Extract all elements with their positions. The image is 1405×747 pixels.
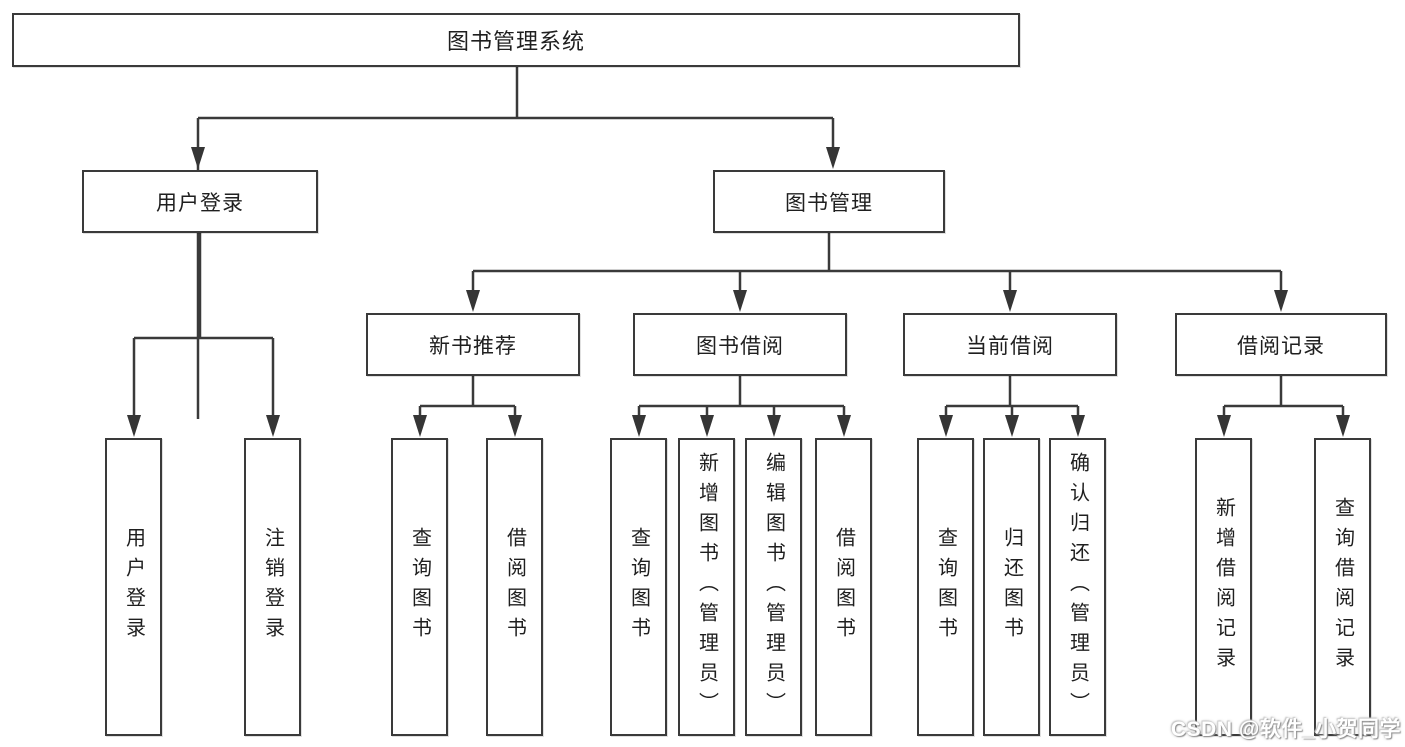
leaf-query-books-current: 查询图书	[917, 438, 974, 736]
leaf-add-borrow-record-label: 新增借阅记录	[1212, 497, 1235, 677]
node-current-borrowing-label: 当前借阅	[966, 334, 1054, 358]
node-new-book-recommendation: 新书推荐	[366, 313, 580, 376]
arrowhead	[632, 415, 646, 437]
leaf-logout-label: 注销登录	[261, 527, 284, 647]
node-user-login: 用户登录	[82, 170, 318, 233]
node-user-login-label: 用户登录	[156, 191, 244, 215]
leaf-query-books-current-label: 查询图书	[934, 527, 957, 647]
arrowhead	[466, 290, 480, 312]
arrowhead	[837, 415, 851, 437]
node-borrowing-records: 借阅记录	[1175, 313, 1387, 376]
arrowhead	[1274, 290, 1288, 312]
arrowhead	[1003, 290, 1017, 312]
leaf-return-books: 归还图书	[983, 438, 1040, 736]
leaf-edit-books-admin-label: 编辑图书（管理员）	[762, 452, 785, 722]
arrowhead	[1336, 415, 1350, 437]
node-new-book-recommendation-label: 新书推荐	[429, 334, 517, 358]
edge-borrowing-records-to-leaves	[1222, 376, 1345, 420]
leaf-add-books-admin: 新增图书（管理员）	[678, 438, 735, 736]
arrowhead	[191, 147, 205, 169]
leaf-return-books-label: 归还图书	[1000, 527, 1023, 647]
arrowhead	[508, 415, 522, 437]
arrowhead	[767, 415, 781, 437]
leaf-confirm-return-admin: 确认归还（管理员）	[1049, 438, 1106, 736]
leaf-add-books-admin-label: 新增图书（管理员）	[695, 452, 718, 722]
arrowhead	[733, 290, 747, 312]
leaf-user-login-label: 用户登录	[122, 527, 145, 647]
leaf-add-borrow-record: 新增借阅记录	[1195, 438, 1252, 736]
arrowhead	[826, 147, 840, 169]
node-book-management: 图书管理	[713, 170, 945, 233]
leaf-query-books-recommend-label: 查询图书	[408, 527, 431, 647]
node-book-borrowing-label: 图书借阅	[696, 334, 784, 358]
edge-root-to-level2	[196, 67, 835, 419]
leaf-borrow-books-recommend: 借阅图书	[486, 438, 543, 736]
leaf-user-login: 用户登录	[105, 438, 162, 736]
edge-book-borrowing-to-leaves	[637, 376, 846, 420]
arrowhead	[127, 415, 141, 437]
arrowhead	[413, 415, 427, 437]
edge-book-management-to-level3	[471, 233, 1283, 294]
leaf-borrow-books-recommend-label: 借阅图书	[503, 527, 526, 647]
node-root: 图书管理系统	[12, 13, 1020, 67]
leaf-query-books-borrowing: 查询图书	[610, 438, 667, 736]
leaf-edit-books-admin: 编辑图书（管理员）	[745, 438, 802, 736]
leaf-confirm-return-admin-label: 确认归还（管理员）	[1066, 452, 1089, 722]
leaf-query-borrow-record-label: 查询借阅记录	[1331, 497, 1354, 677]
arrowhead	[1071, 415, 1085, 437]
node-book-management-label: 图书管理	[785, 191, 873, 215]
leaf-query-books-borrowing-label: 查询图书	[627, 527, 650, 647]
arrowhead	[1005, 415, 1019, 437]
node-current-borrowing: 当前借阅	[903, 313, 1117, 376]
node-root-label: 图书管理系统	[446, 29, 585, 54]
leaf-query-books-recommend: 查询图书	[391, 438, 448, 736]
arrowhead	[1217, 415, 1231, 437]
edge-current-borrowing-to-leaves	[944, 376, 1080, 420]
arrowhead	[939, 415, 953, 437]
arrowhead	[700, 415, 714, 437]
edge-user-login-to-leaves	[132, 233, 275, 419]
leaf-borrow-books-borrowing-label: 借阅图书	[832, 527, 855, 647]
edge-new-book-recommendation-to-leaves	[418, 376, 517, 420]
leaf-logout: 注销登录	[244, 438, 301, 736]
leaf-borrow-books-borrowing: 借阅图书	[815, 438, 872, 736]
node-book-borrowing: 图书借阅	[633, 313, 847, 376]
node-borrowing-records-label: 借阅记录	[1237, 334, 1325, 358]
arrowhead	[266, 415, 280, 437]
leaf-query-borrow-record: 查询借阅记录	[1314, 438, 1371, 736]
csdn-watermark: CSDN @软件_小贺同学	[1171, 718, 1401, 741]
